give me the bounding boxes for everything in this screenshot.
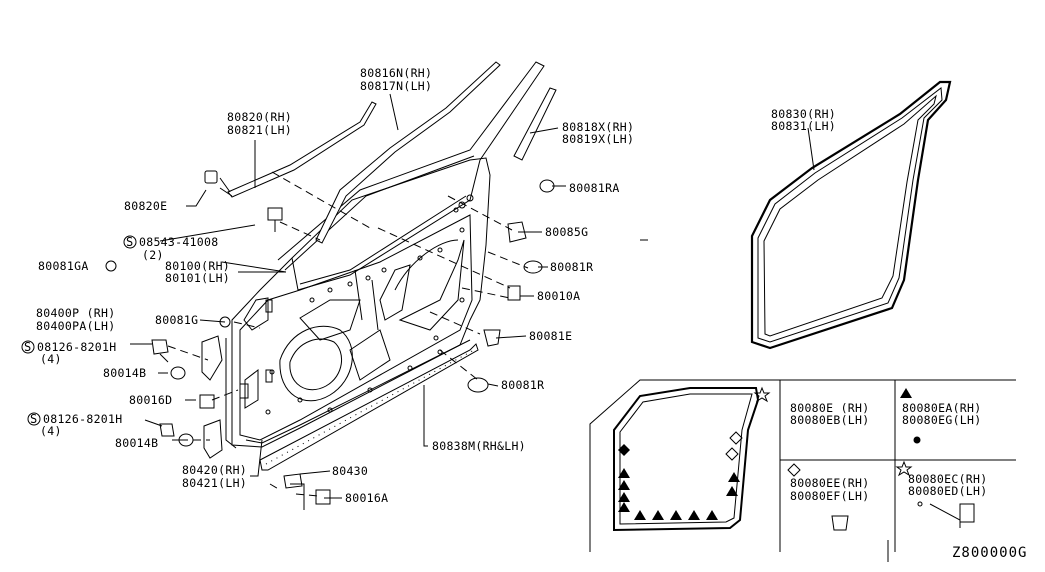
svg-text:S: S <box>24 340 32 354</box>
legend-clip-a-lh: 80080EB(LH) <box>790 413 869 427</box>
diagram-id: Z800000G <box>952 545 1027 561</box>
outer-molding <box>315 61 501 244</box>
legend-open-symbols <box>725 386 913 477</box>
label-plug-80081g: 80081G <box>155 313 198 327</box>
label-hinge-upper-rh: 80400P (RH) <box>36 306 115 320</box>
svg-text:S: S <box>30 412 38 426</box>
label-hinge-lower-lh: 80421(LH) <box>182 476 247 490</box>
legend-symbols <box>618 388 912 520</box>
label-bolt-lower-qty: (4) <box>40 424 62 438</box>
legend-box <box>589 379 1016 562</box>
label-clip-80820e: 80820E <box>124 199 167 213</box>
lower-seal <box>259 343 479 471</box>
label-hinge-upper-lh: 80400PA(LH) <box>36 319 115 333</box>
label-plug-80081r-upper: 80081R <box>550 260 593 274</box>
sash-molding <box>227 101 377 198</box>
label-molding-lh: 80817N(LH) <box>360 79 432 93</box>
label-bolt-qty: (2) <box>142 248 164 262</box>
label-plug-80081r-lower: 80081R <box>501 378 544 392</box>
svg-text:S: S <box>126 235 134 249</box>
label-bolt-upper: 08126-8201H <box>37 340 116 354</box>
label-cover-rh: 80818X(RH) <box>562 120 634 134</box>
sash-cover <box>513 87 557 161</box>
legend-clip-b-rh: 80080EA(RH) <box>902 401 981 415</box>
door-shell <box>225 61 545 449</box>
callout-lines <box>130 93 815 510</box>
label-bolt-80016a: 80016A <box>345 491 388 505</box>
label-bolt: 08543-41008 <box>139 235 218 249</box>
legend-clip-c-lh: 80080EF(LH) <box>790 489 869 503</box>
label-weatherstrip-lh: 80831(LH) <box>771 119 836 133</box>
label-bolt-80010a: 80010A <box>537 289 580 303</box>
weatherstrip <box>750 80 952 350</box>
label-part-80430: 80430 <box>332 464 368 478</box>
label-hinge-lower-rh: 80420(RH) <box>182 463 247 477</box>
s-symbols <box>21 235 137 426</box>
label-nut-lower: 80014B <box>115 436 158 450</box>
legend-clip-d-rh: 80080EC(RH) <box>908 472 987 486</box>
label-nut-upper: 80014B <box>103 366 146 380</box>
label-bumper-80085g: 80085G <box>545 225 588 239</box>
label-bolt-80016d: 80016D <box>129 393 172 407</box>
label-cover-lh: 80819X(LH) <box>562 132 634 146</box>
legend-clip-a-rh: 80080E (RH) <box>790 401 869 415</box>
legend-clip-c-rh: 80080EE(RH) <box>790 476 869 490</box>
hardware <box>105 170 555 505</box>
label-sash-rh: 80820(RH) <box>227 110 292 124</box>
legend-clip-b-lh: 80080EG(LH) <box>902 413 981 427</box>
label-door-lh: 80101(LH) <box>165 271 230 285</box>
label-bolt-upper-qty: (4) <box>40 352 62 366</box>
label-plug-80081ra: 80081RA <box>569 181 620 195</box>
label-door-rh: 80100(RH) <box>165 259 230 273</box>
label-weatherstrip-rh: 80830(RH) <box>771 107 836 121</box>
label-bolt-lower: 08126-8201H <box>43 412 122 426</box>
label-seal: 80838M(RH&LH) <box>432 439 526 453</box>
label-sash-lh: 80821(LH) <box>227 123 292 137</box>
label-clip-80081e: 80081E <box>529 329 572 343</box>
label-plug-80081ga: 80081GA <box>38 259 89 273</box>
label-molding-rh: 80816N(RH) <box>360 66 432 80</box>
leader-lines <box>167 171 652 497</box>
legend-clip-d-lh: 80080ED(LH) <box>908 484 987 498</box>
